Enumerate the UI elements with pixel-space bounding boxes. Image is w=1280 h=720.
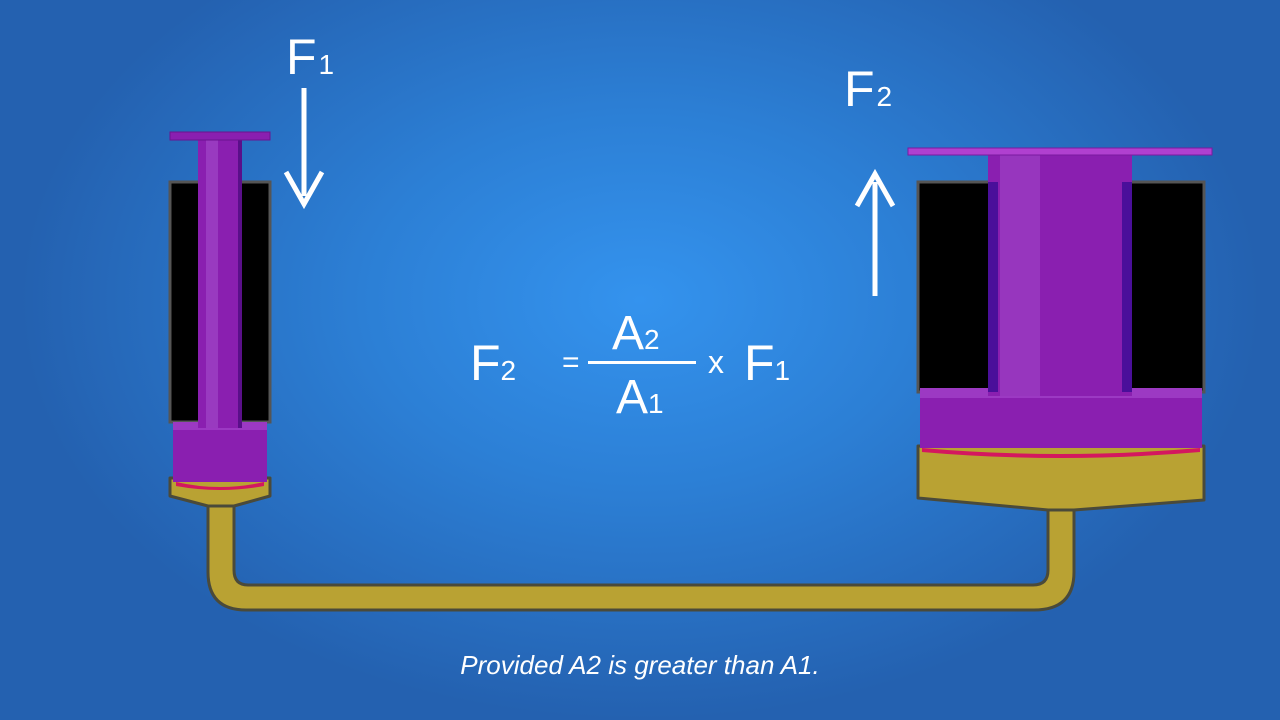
fluid-tube bbox=[206, 503, 1076, 612]
formula-denominator: A1 bbox=[616, 370, 664, 425]
force-f1-subscript: 1 bbox=[318, 49, 335, 80]
formula-times: x bbox=[708, 344, 724, 380]
force-f2-label: F2 bbox=[844, 64, 892, 114]
force-f2-symbol: F bbox=[844, 61, 875, 117]
large-piston-rod-edge-right bbox=[1122, 182, 1132, 392]
formula-numerator: A2 bbox=[612, 306, 660, 361]
force-f2-subscript: 2 bbox=[876, 81, 893, 112]
caption: Provided A2 is greater than A1. bbox=[460, 650, 820, 680]
large-piston-cap bbox=[907, 147, 1213, 156]
formula-denominator-subscript: 1 bbox=[648, 388, 664, 419]
small-piston-rod-edge bbox=[238, 138, 242, 428]
small-piston-rod-highlight bbox=[206, 138, 218, 428]
up-arrow-icon bbox=[854, 168, 896, 296]
formula-lhs: F2 bbox=[470, 334, 516, 392]
large-piston-rod-highlight bbox=[1000, 152, 1040, 396]
small-piston-fluid-meniscus bbox=[176, 482, 264, 490]
formula-lhs-subscript: 2 bbox=[500, 355, 517, 386]
formula-equals: = bbox=[562, 346, 580, 379]
pascal-formula: F2 = A2 A1 x F1 bbox=[470, 304, 810, 424]
formula-rhs-symbol: F bbox=[744, 335, 775, 391]
force-f1-symbol: F bbox=[286, 29, 317, 85]
formula-numerator-symbol: A bbox=[612, 307, 645, 360]
down-arrow-icon bbox=[283, 88, 325, 210]
formula-denominator-symbol: A bbox=[616, 371, 649, 424]
formula-rhs: F1 bbox=[744, 334, 790, 392]
small-cylinder-fluid bbox=[168, 476, 272, 508]
force-f1-label: F1 bbox=[286, 32, 334, 82]
formula-numerator-subscript: 2 bbox=[644, 324, 660, 355]
formula-lhs-symbol: F bbox=[470, 335, 501, 391]
small-piston-rod bbox=[198, 138, 242, 428]
large-cylinder-fluid bbox=[916, 444, 1206, 512]
small-piston-cap bbox=[169, 131, 271, 141]
large-piston-fluid-meniscus bbox=[922, 448, 1200, 458]
large-piston-rod-edge-left bbox=[988, 182, 998, 392]
fraction-bar bbox=[588, 361, 696, 364]
formula-rhs-subscript: 1 bbox=[774, 355, 791, 386]
small-piston-head bbox=[173, 422, 267, 482]
